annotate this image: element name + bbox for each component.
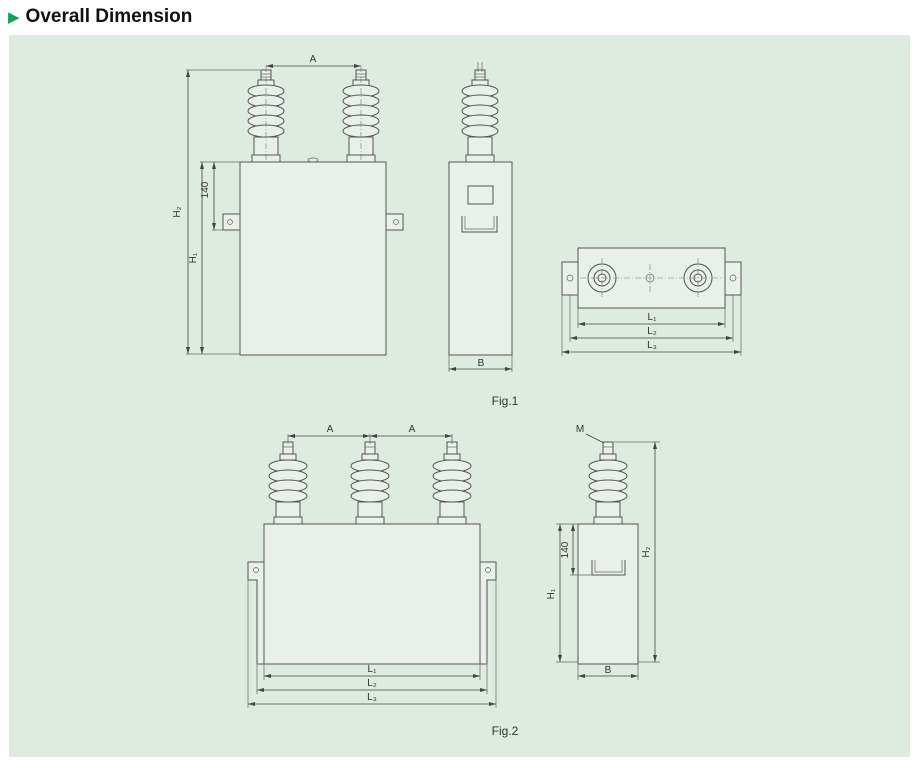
fig1-dim-h2-label: H₂ (172, 206, 183, 217)
fig2-caption: Fig.2 (492, 724, 519, 738)
fig1-dim-a-label: A (310, 54, 317, 65)
fig1-caption: Fig.1 (492, 394, 519, 408)
fig2-dim-l2-label: L₂ (367, 678, 377, 689)
fig2-dim-a2-label: A (409, 424, 416, 435)
fig2-dim-140-label: 140 (560, 541, 571, 558)
fig1-top-view: L₁ L₂ L₃ (561, 247, 742, 356)
fig2-dim-l3-label: L₃ (367, 692, 377, 703)
section-title: Overall Dimension (25, 6, 193, 27)
fig2-dim-a1-label: A (327, 424, 334, 435)
fig2-dim-h2-label: H₂ (641, 546, 652, 557)
fig1-dim-l1-label: L₁ (648, 312, 658, 323)
fig2-m-label: M (576, 424, 584, 435)
fig1-front-view: A H₂ H₁ 140 (172, 54, 404, 356)
fig1-dim-140-label: 140 (200, 181, 211, 198)
fig1-dim-b-label: B (478, 358, 485, 369)
section-header: ▶ Overall Dimension (8, 4, 192, 30)
fig1-dim-l3-label: L₃ (647, 340, 657, 351)
fig1-dim-l2-label: L₂ (647, 326, 657, 337)
fig1-tank-body (239, 161, 387, 356)
fig2-front-view: A A L₁ L₂ L₃ (247, 424, 497, 708)
fig1-side-view: B (448, 62, 513, 372)
triangle-bullet-icon: ▶ (8, 9, 20, 26)
fig2-side-view: M H₂ H₁ 140 B (546, 424, 660, 680)
fig2-tank-body (263, 523, 481, 665)
fig2-side-body (577, 523, 639, 665)
fig2-dim-h1-label: H₁ (546, 588, 557, 599)
fig1-dim-h1-label: H₁ (188, 252, 199, 263)
fig2-dim-l1-label: L₁ (368, 664, 378, 675)
fig2-dim-b-label: B (605, 665, 612, 676)
